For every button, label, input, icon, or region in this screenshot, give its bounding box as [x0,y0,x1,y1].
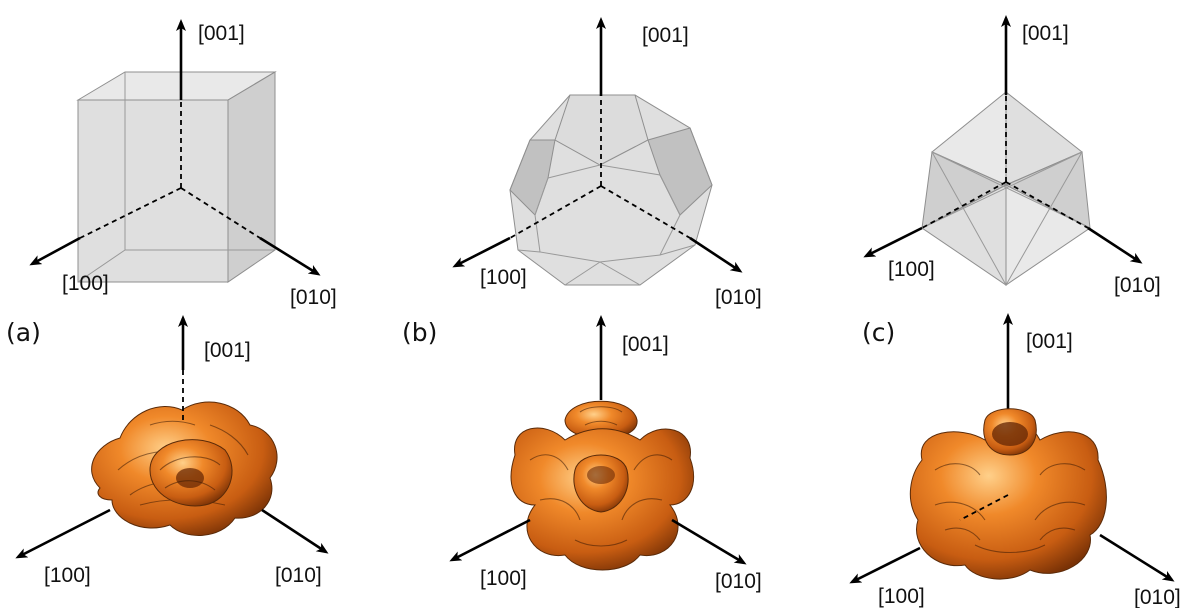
label-100-a-bottom: [100] [44,564,91,587]
axis-010-b-top [689,236,743,273]
axes-b-top: [001] [100] [010] [452,17,762,309]
label-001-c-top: [001] [1022,22,1069,45]
axes-a-top: [001] [100] [010] [29,19,337,309]
axis-100-c-bottom [849,546,921,584]
truncated-octahedron-crystal [509,94,713,286]
label-001-a-top: [001] [198,22,245,45]
label-001-c-bottom: [001] [1026,330,1073,353]
label-010-c-top: [010] [1114,274,1161,297]
axes-c-bottom: [001] [100] [010] [849,330,1181,608]
label-010-c-bottom: [010] [1134,586,1181,608]
label-100-c-top: [100] [888,258,935,281]
axis-100-a-top [29,236,81,266]
axis-100-c-top [863,226,923,258]
label-100-b-bottom: [100] [480,567,527,590]
panel-label-b: (b) [402,318,437,347]
label-010-b-top: [010] [715,286,762,309]
label-100-a-top: [100] [62,272,109,295]
label-010-b-bottom: [010] [715,570,762,593]
axis-010-a-bottom [261,508,329,554]
label-010-a-top: [010] [290,286,337,309]
label-100-b-top: [100] [480,266,527,289]
cube-crystal [76,71,277,283]
surface-a [91,401,278,536]
axis-100-a-bottom [15,508,111,559]
axis-010-a-top [259,236,321,276]
surface-b [510,400,695,571]
panel-label-c: (c) [862,318,895,347]
axes-a-bottom: [001] [100] [010] [15,339,329,587]
axis-010-c-top [1087,226,1143,264]
octahedron-crystal [921,90,1091,287]
label-100-c-bottom: [100] [878,585,925,608]
label-001-b-bottom: [001] [622,333,669,356]
axis-100-b-top [452,236,511,268]
label-001-b-top: [001] [642,24,689,47]
label-010-a-bottom: [010] [275,564,322,587]
axis-010-c-bottom [1099,533,1175,582]
panel-label-a: (a) [6,318,41,347]
axes-c-top: [001] [100] [010] [863,15,1161,297]
axis-100-b-bottom [449,518,531,562]
label-001-a-bottom: [001] [204,339,251,362]
axes-b-bottom: [001] [100] [010] [449,333,762,593]
axis-010-b-bottom [671,518,747,565]
surface-c [909,408,1107,580]
